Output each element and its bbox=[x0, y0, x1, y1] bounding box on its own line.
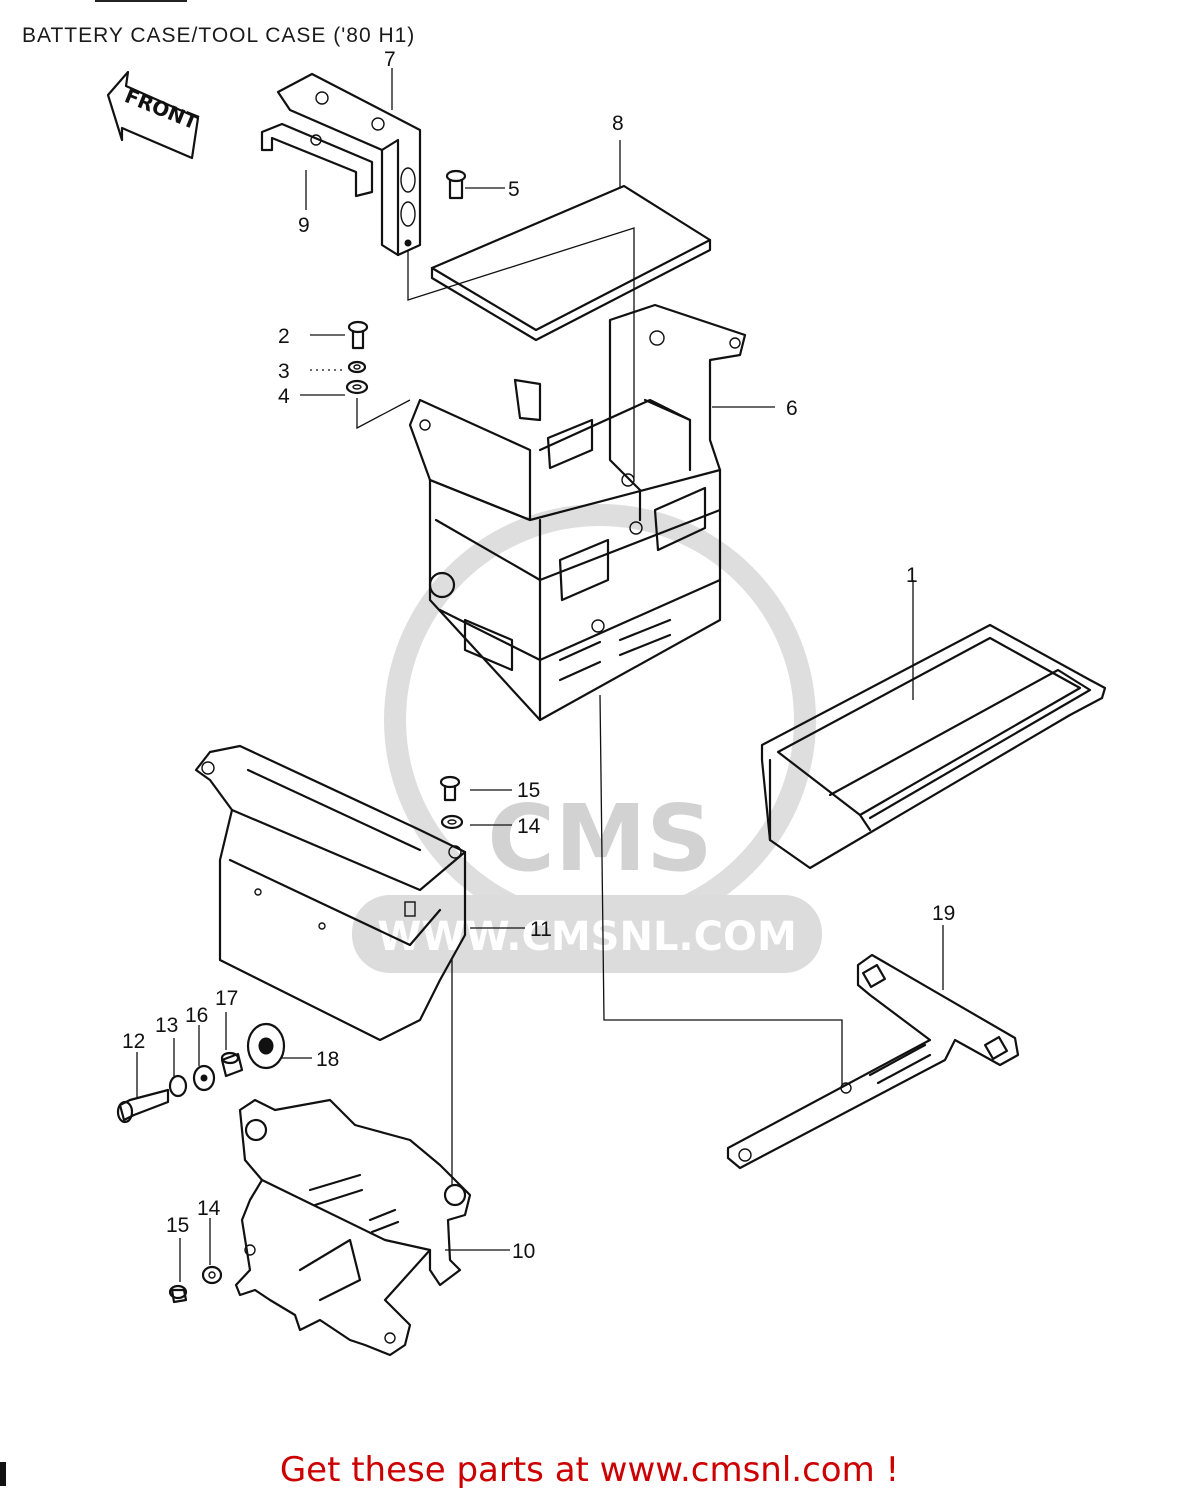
callout-15-lower: 15 bbox=[166, 1214, 189, 1237]
part-3-washer bbox=[347, 360, 367, 374]
part-11-cover bbox=[194, 744, 467, 1042]
part-15-screw-upper bbox=[439, 775, 461, 802]
callout-16: 16 bbox=[185, 1004, 208, 1027]
part-19-stay bbox=[726, 953, 1020, 1170]
callout-14-upper: 14 bbox=[517, 815, 541, 838]
part-14-washer-lower bbox=[201, 1265, 223, 1285]
callout-18: 18 bbox=[316, 1048, 339, 1071]
top-rule bbox=[95, 0, 187, 2]
callout-12: 12 bbox=[122, 1030, 145, 1053]
callout-4: 4 bbox=[278, 385, 290, 408]
callout-6: 6 bbox=[786, 397, 798, 420]
callout-19: 19 bbox=[932, 902, 955, 925]
part-7-bracket bbox=[276, 72, 422, 257]
part-6-battery-case bbox=[408, 303, 747, 722]
callout-15-upper: 15 bbox=[517, 779, 540, 802]
part-5-screw bbox=[445, 169, 467, 200]
corner-mark bbox=[0, 1462, 6, 1486]
callout-labels: 1 2 3 4 5 6 7 8 9 10 11 12 13 14 14 15 1… bbox=[122, 48, 955, 1263]
callout-3: 3 bbox=[278, 360, 290, 383]
part-15-screw-lower bbox=[168, 1284, 188, 1304]
watermark-brand: CMS bbox=[487, 785, 712, 892]
exploded-parts-diagram: CMS WWW.CMSNL.COM FRONT bbox=[106, 48, 1107, 1357]
callout-7: 7 bbox=[384, 48, 396, 71]
callout-9: 9 bbox=[298, 214, 310, 237]
page-title: BATTERY CASE/TOOL CASE ('80 H1) bbox=[22, 24, 416, 47]
front-arrow: FRONT bbox=[106, 70, 202, 160]
leader-lines bbox=[136, 68, 944, 1282]
part-2-bolt bbox=[347, 320, 369, 350]
part-9-strap bbox=[260, 122, 374, 198]
part-14-washer-upper bbox=[440, 814, 464, 830]
callout-13: 13 bbox=[155, 1014, 178, 1037]
callout-11: 11 bbox=[530, 918, 552, 941]
part-17-collar bbox=[220, 1051, 244, 1078]
callout-2: 2 bbox=[278, 325, 290, 348]
part-10-bracket bbox=[234, 1098, 472, 1357]
part-13-washer bbox=[168, 1074, 188, 1098]
callout-17: 17 bbox=[215, 987, 238, 1010]
watermark-url: WWW.CMSNL.COM bbox=[377, 914, 797, 960]
callout-5: 5 bbox=[508, 178, 520, 201]
callout-8: 8 bbox=[612, 112, 624, 135]
cms-watermark: CMS WWW.CMSNL.COM bbox=[352, 504, 822, 973]
part-8-pad bbox=[430, 184, 712, 342]
part-12-bolt bbox=[116, 1088, 170, 1124]
front-arrow-label: FRONT bbox=[121, 83, 201, 134]
part-18-grommet bbox=[246, 1022, 286, 1070]
callout-10: 10 bbox=[512, 1240, 535, 1263]
callout-1: 1 bbox=[906, 564, 918, 587]
callout-14-lower: 14 bbox=[197, 1197, 221, 1220]
part-16-washer bbox=[192, 1064, 216, 1092]
part-4-washer bbox=[345, 379, 369, 395]
part-1-tool-tray bbox=[760, 623, 1107, 870]
footer-link-text[interactable]: Get these parts at www.cmsnl.com ! bbox=[279, 1450, 900, 1490]
